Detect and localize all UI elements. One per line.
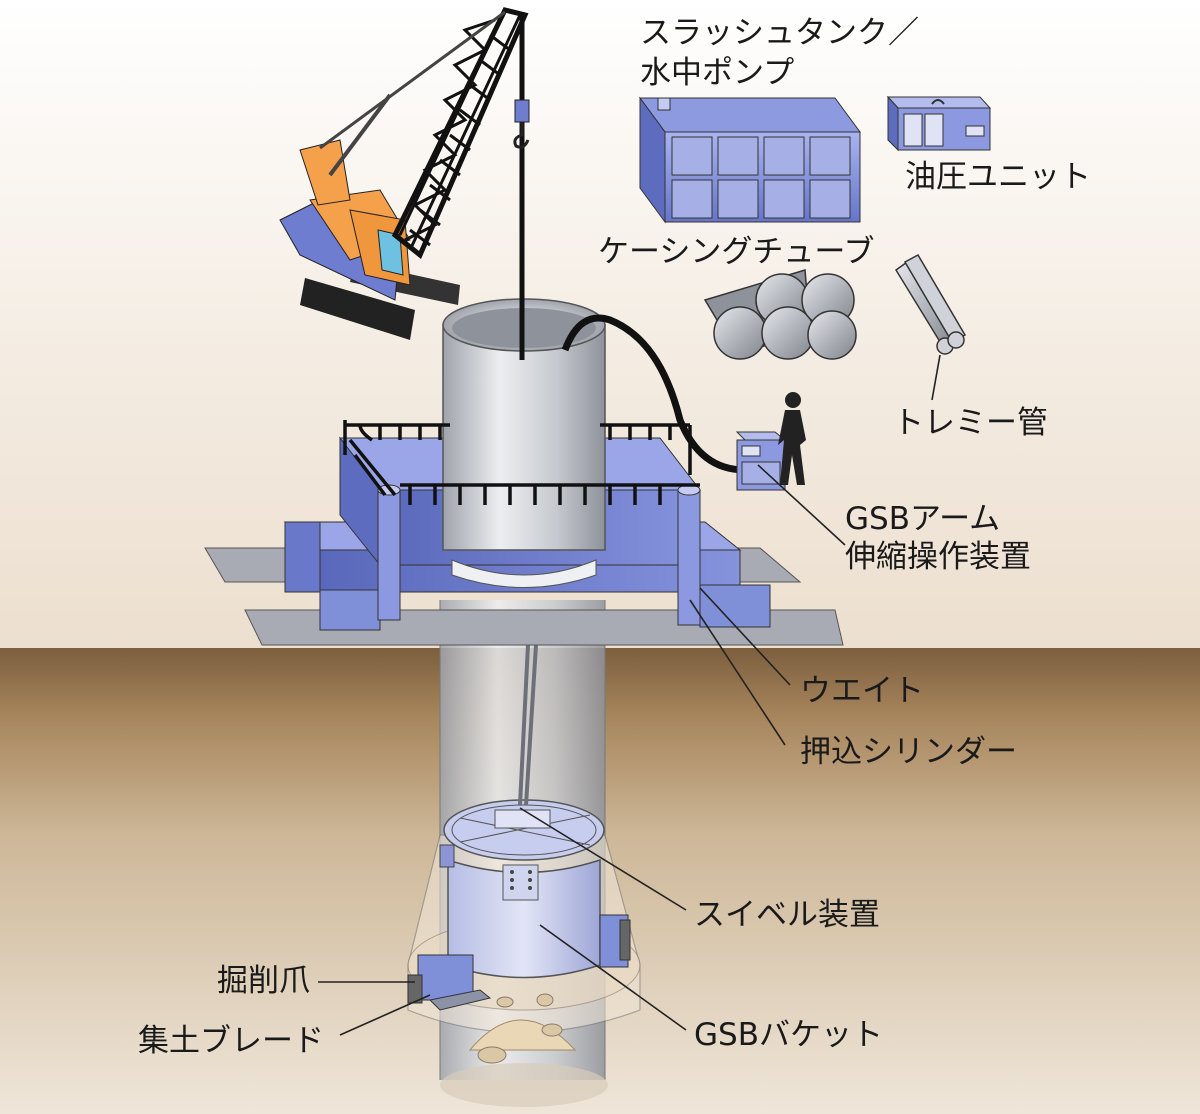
hydraulic-unit-box — [886, 95, 992, 152]
label-gsb-arm-line1: GSBアーム — [845, 501, 1001, 537]
leader-lines — [318, 354, 941, 1036]
kelly-rods — [518, 644, 538, 806]
label-push-cylinder: 押込シリンダー — [800, 734, 1017, 770]
hydraulic-hose — [561, 314, 746, 474]
crawler-crane — [279, 7, 530, 360]
gsb-arm-control-unit — [735, 431, 787, 491]
tremie-pipes — [894, 253, 967, 355]
safety-railing — [343, 420, 700, 505]
worker-figure — [778, 392, 806, 485]
casing-tube — [442, 298, 606, 588]
label-gsb-arm-line2: 伸縮操作装置 — [845, 539, 1031, 575]
gsb-bucket — [407, 799, 631, 1011]
label-casing-tube: ケーシングチューブ — [598, 234, 875, 270]
slush-tank — [639, 96, 861, 224]
label-tremie-pipe: トレミー管 — [893, 405, 1048, 441]
label-swivel: スイベル装置 — [694, 897, 880, 933]
label-gsb-bucket: GSBバケット — [694, 1017, 883, 1053]
label-hydraulic-unit: 油圧ユニット — [905, 159, 1091, 195]
label-slush-tank-line1: スラッシュタンク／ — [640, 15, 919, 51]
casing-tube-stack — [703, 269, 857, 360]
label-slush-tank-line2: 水中ポンプ — [640, 55, 795, 91]
label-soil-blade: 集土ブレード — [138, 1023, 324, 1059]
label-digging-claw: 掘削爪 — [217, 963, 310, 999]
label-weight: ウエイト — [800, 673, 924, 709]
